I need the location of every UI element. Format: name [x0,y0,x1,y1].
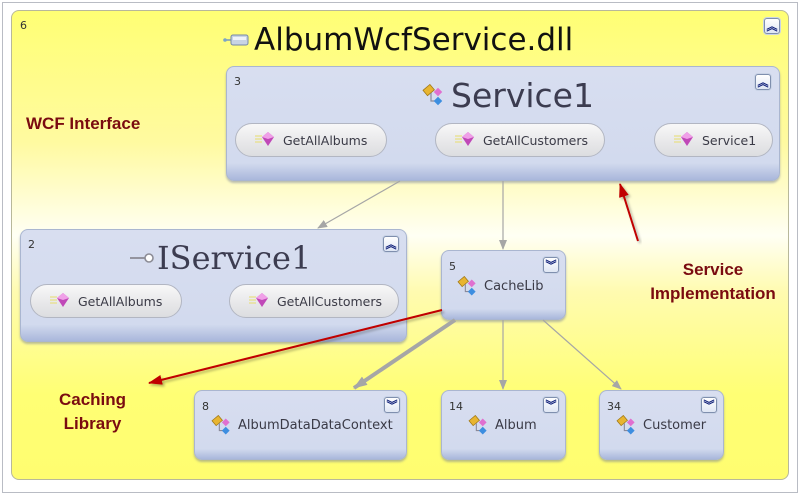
double-chevron-down-icon: ︾ [703,398,715,412]
node-album[interactable]: 14 ︾ Album [441,390,566,460]
node-id: 8 [202,400,209,413]
assembly-icon [223,34,249,46]
interface-icon [130,253,154,263]
double-chevron-up-icon: ︽ [766,19,778,33]
annotation-line: Implementation [650,284,776,303]
node-title: Service1 [422,76,594,116]
expand-button[interactable]: ︾ [543,397,559,413]
node-id: 5 [449,260,456,273]
node-id: 3 [234,75,241,88]
class-icon [616,415,635,435]
node-title-text: Service1 [451,76,594,115]
method-icon [454,131,476,150]
node-id: 34 [607,400,621,413]
node-iservice1[interactable]: 2 ︽ IService1 GetAllAlbums GetAllCustome… [20,229,407,342]
member-getallalbums[interactable]: GetAllAlbums [30,284,182,318]
collapse-button[interactable]: ︽ [755,74,771,90]
member-service1-constructor[interactable]: Service1 [654,123,773,157]
node-albumdatadatacontext[interactable]: 8 ︾ AlbumDataDataContext [194,390,407,460]
expand-button[interactable]: ︾ [701,397,717,413]
member-getallcustomers[interactable]: GetAllCustomers [229,284,399,318]
annotation-line: Library [63,414,122,433]
class-icon [422,84,443,106]
double-chevron-down-icon: ︾ [545,398,557,412]
node-cachelib[interactable]: 5 ︾ CacheLib [441,250,566,320]
method-icon [254,131,276,150]
class-icon [211,415,230,435]
member-getallcustomers[interactable]: GetAllCustomers [435,123,605,157]
node-title-text: Album [495,418,537,433]
member-label: GetAllAlbums [283,132,368,148]
expand-button[interactable]: ︾ [384,397,400,413]
node-title-text: CacheLib [484,279,544,294]
member-label: Service1 [702,132,757,148]
double-chevron-down-icon: ︾ [386,398,398,412]
class-icon [457,276,476,296]
node-title-text: IService1 [157,239,312,277]
node-title-text: AlbumDataDataContext [238,418,393,433]
annotation-line: Caching [58,390,127,409]
method-icon [248,292,270,311]
member-label: GetAllCustomers [277,293,383,309]
node-id: 14 [449,400,463,413]
expand-button[interactable]: ︾ [543,257,559,273]
node-title-text: Customer [643,418,707,433]
method-icon [673,131,695,150]
class-icon [468,415,487,435]
node-customer[interactable]: 34 ︾ Customer [599,390,724,460]
assembly-title-text: AlbumWcfService.dll [254,22,574,58]
double-chevron-down-icon: ︾ [545,258,557,272]
annotation-line: Service [682,260,744,279]
annotation-wcf-interface: WCF Interface [26,114,141,133]
double-chevron-up-icon: ︽ [385,237,397,251]
node-service1[interactable]: 3 ︽ Service1 GetAllAlbums GetAllCustomer… [226,66,780,181]
node-id: 6 [20,19,27,32]
double-chevron-up-icon: ︽ [757,75,769,89]
collapse-button[interactable]: ︽ [764,18,780,34]
member-getallalbums[interactable]: GetAllAlbums [235,123,387,157]
node-title: AlbumDataDataContext [211,415,393,437]
node-title: IService1 [129,238,311,278]
node-title: Customer [616,415,706,437]
node-title: Album [468,415,537,437]
member-label: GetAllAlbums [78,293,163,309]
member-label: GetAllCustomers [483,132,589,148]
method-icon [49,292,71,311]
node-title: CacheLib [457,276,544,298]
collapse-button[interactable]: ︽ [383,236,399,252]
annotation-caching-library: Caching Library [40,388,145,436]
node-id: 2 [28,238,35,251]
assembly-title: AlbumWcfService.dll [222,20,573,60]
annotation-service-implementation: Service Implementation [638,258,788,306]
